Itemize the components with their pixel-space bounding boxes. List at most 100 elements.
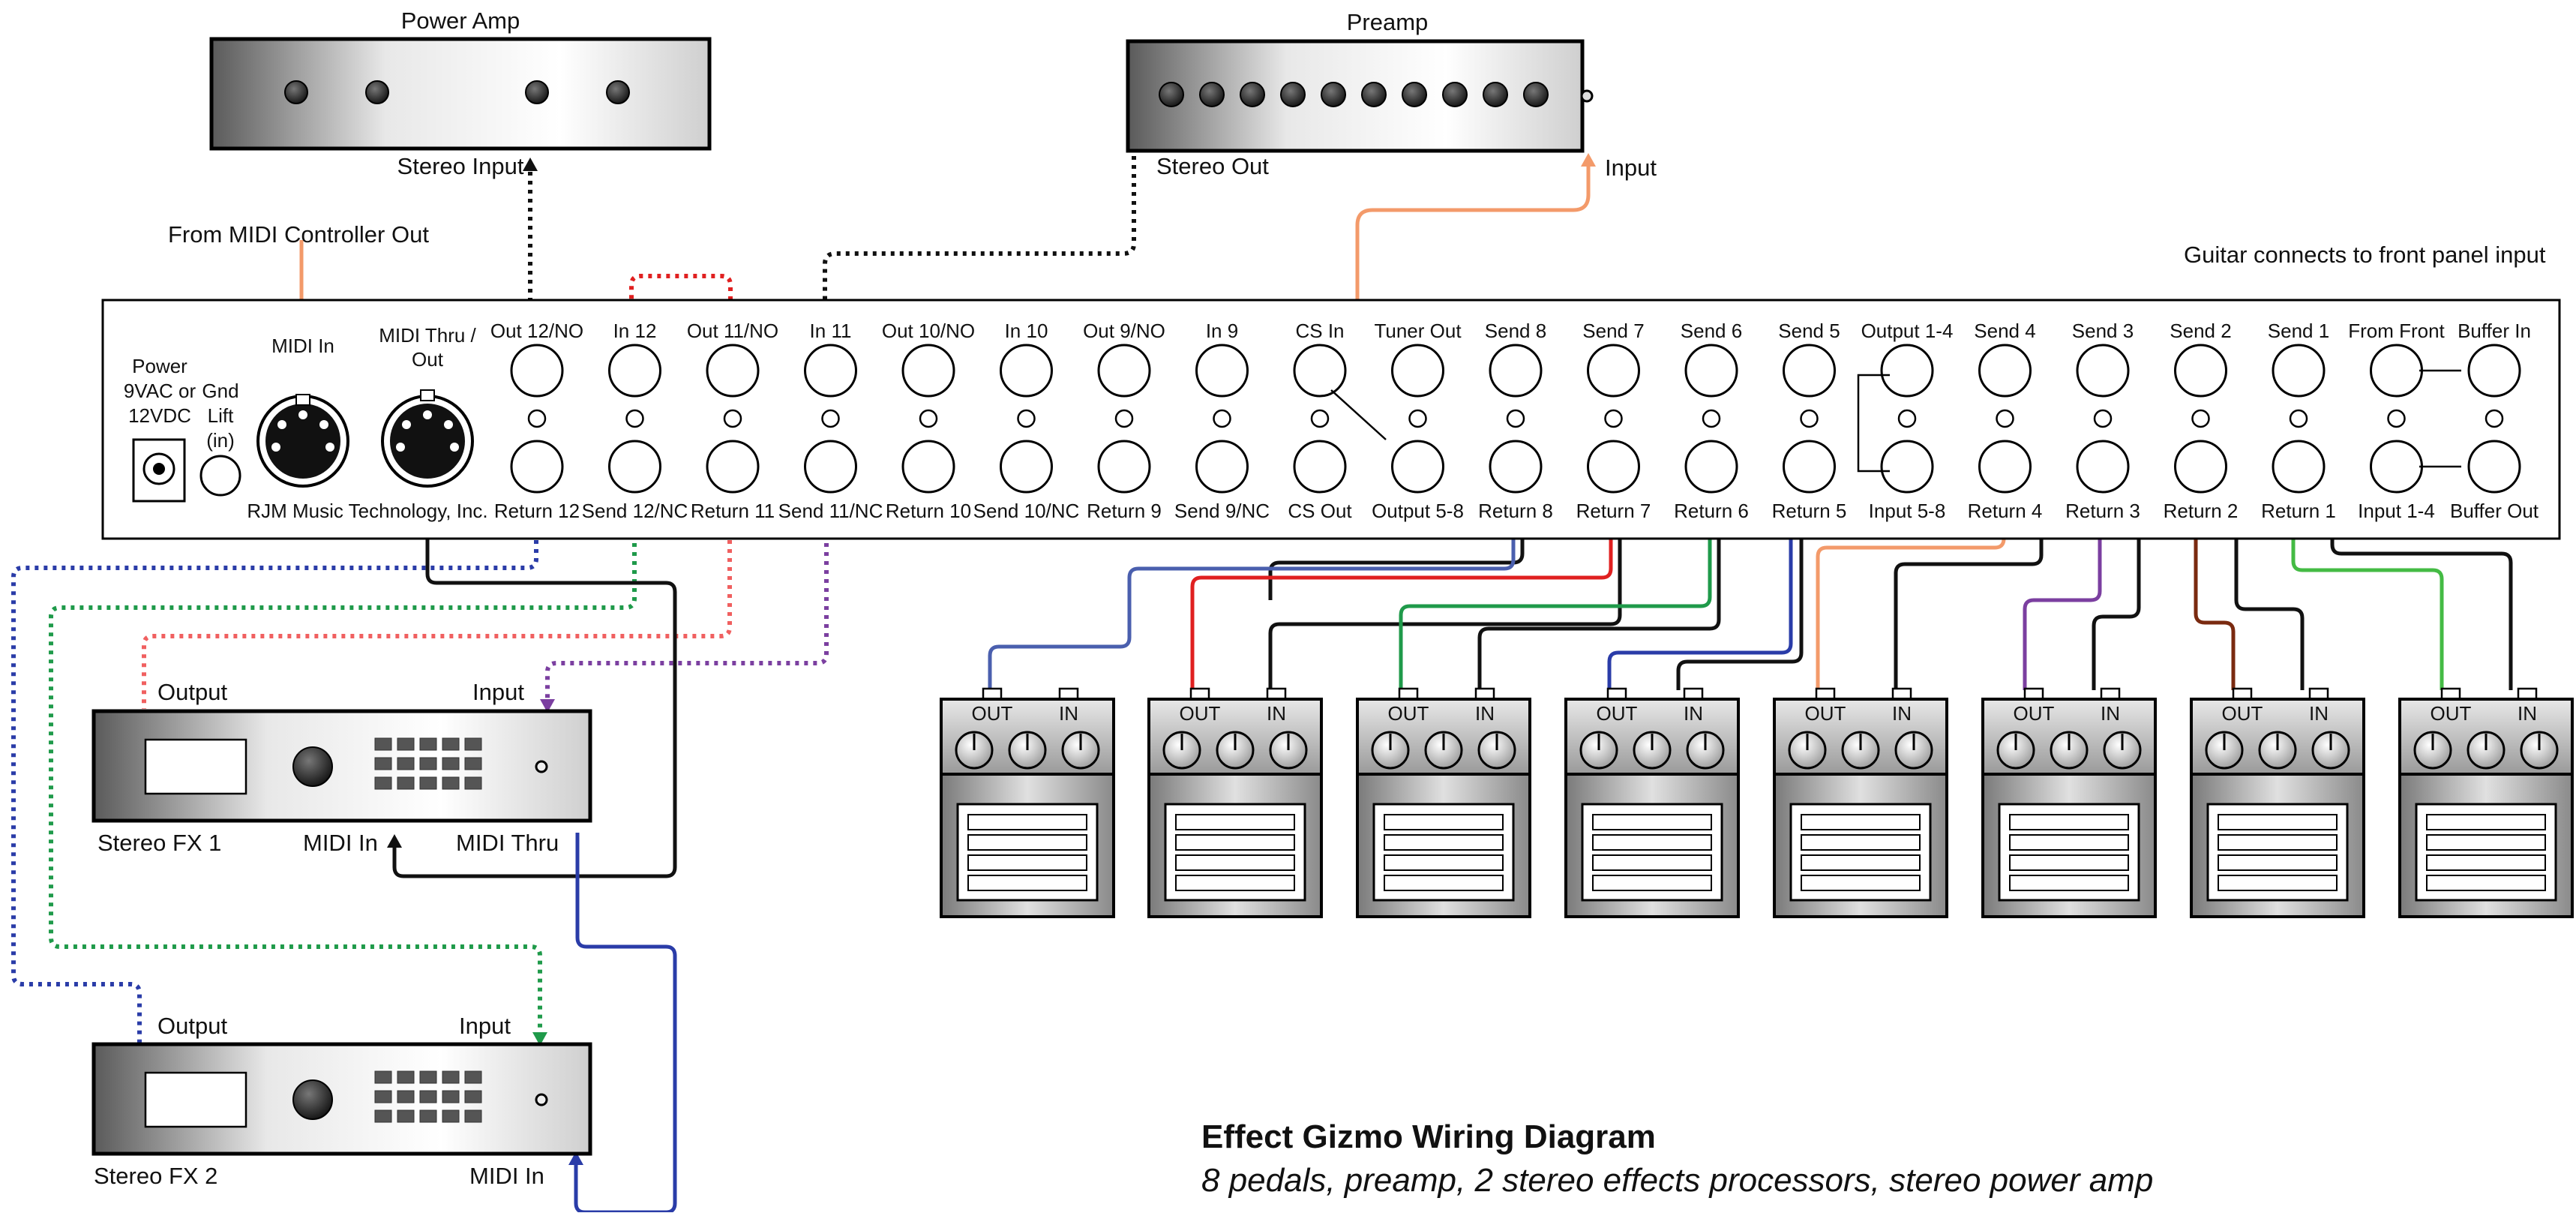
pedal-in-jack[interactable] bbox=[2517, 687, 2538, 701]
jack-bottom[interactable] bbox=[1587, 440, 1640, 494]
arrow-fx1-input bbox=[540, 699, 555, 713]
pedal-in-jack[interactable] bbox=[1683, 687, 1704, 701]
pedal-out-jack[interactable] bbox=[982, 687, 1003, 701]
jack-label-top: Buffer In bbox=[2458, 320, 2531, 342]
fx1-knob bbox=[292, 746, 333, 787]
jack-bottom[interactable] bbox=[1391, 440, 1444, 494]
jack-top[interactable] bbox=[706, 344, 760, 398]
jack-led bbox=[723, 409, 742, 428]
guitar-front-panel-label: Guitar connects to front panel input bbox=[2184, 242, 2546, 268]
pedal-in-jack[interactable] bbox=[1474, 687, 1495, 701]
jack-top[interactable] bbox=[1489, 344, 1543, 398]
jack-label-bottom: Return 9 bbox=[1087, 500, 1162, 522]
pedal-out-jack[interactable] bbox=[2232, 687, 2253, 701]
power-amp-jack bbox=[525, 80, 549, 104]
pedal-in-jack[interactable] bbox=[2308, 687, 2329, 701]
jack-bottom[interactable] bbox=[2174, 440, 2227, 494]
jack-bottom[interactable] bbox=[2467, 440, 2521, 494]
jack-led bbox=[1702, 409, 1721, 428]
fx-button bbox=[374, 1109, 392, 1123]
jack-label-bottom: Return 1 bbox=[2261, 500, 2336, 522]
jack-top[interactable] bbox=[1391, 344, 1444, 398]
jack-top[interactable] bbox=[2076, 344, 2130, 398]
jack-label-top: Send 5 bbox=[1778, 320, 1840, 342]
jack-top[interactable] bbox=[2174, 344, 2227, 398]
jack-top[interactable] bbox=[608, 344, 661, 398]
jack-label-bottom: Output 5-8 bbox=[1372, 500, 1464, 522]
pedal-out-jack[interactable] bbox=[1815, 687, 1836, 701]
diagram-title: Effect Gizmo Wiring Diagram bbox=[1201, 1118, 1656, 1155]
pedal5-out-to-return4-cable bbox=[1816, 495, 2006, 690]
jack-top[interactable] bbox=[1684, 344, 1738, 398]
jack-bottom[interactable] bbox=[2370, 440, 2423, 494]
midi-thru-label: MIDI Thru / bbox=[379, 324, 476, 347]
jack-top[interactable] bbox=[2467, 344, 2521, 398]
jack-bottom[interactable] bbox=[804, 440, 857, 494]
fx-button bbox=[397, 1070, 415, 1084]
jack-bottom[interactable] bbox=[2272, 440, 2326, 494]
fx-button bbox=[464, 1090, 482, 1103]
jack-bottom[interactable] bbox=[2076, 440, 2130, 494]
effect-gizmo-rear-panel: Power 9VAC or 12VDC Gnd Lift (in) MIDI I… bbox=[101, 299, 2561, 540]
stereo-fx-2: Output Input Stereo FX 2 MIDI In bbox=[91, 1013, 592, 1189]
jack-bottom[interactable] bbox=[706, 440, 760, 494]
pedal-out-jack[interactable] bbox=[2023, 687, 2044, 701]
stereo-out-label: Stereo Out bbox=[1156, 153, 1269, 179]
jack-bottom[interactable] bbox=[1293, 440, 1347, 494]
jack-bottom[interactable] bbox=[1978, 440, 2032, 494]
jack-label-top: Send 1 bbox=[2268, 320, 2329, 342]
jack-top[interactable] bbox=[1783, 344, 1836, 398]
pedal-in-jack[interactable] bbox=[1891, 687, 1912, 701]
pedal2-out-to-return7-cable bbox=[1190, 495, 1613, 690]
jack-bottom[interactable] bbox=[1489, 440, 1543, 494]
pedal-in-jack[interactable] bbox=[2100, 687, 2121, 701]
jack-top[interactable] bbox=[2370, 344, 2423, 398]
jack-bottom[interactable] bbox=[608, 440, 661, 494]
jack-bottom[interactable] bbox=[1000, 440, 1053, 494]
fx2-input-label: Input bbox=[459, 1013, 511, 1039]
send11-to-fx1-input-cable bbox=[545, 525, 829, 705]
fx-button bbox=[442, 1090, 460, 1103]
fx1-thru-to-fx2-midi-cable bbox=[574, 833, 677, 1214]
fx-button bbox=[464, 1070, 482, 1084]
jack-top[interactable] bbox=[510, 344, 564, 398]
fx1-output-label: Output bbox=[157, 679, 227, 705]
jack-top[interactable] bbox=[901, 344, 955, 398]
diagram-subtitle: 8 pedals, preamp, 2 stereo effects proce… bbox=[1201, 1162, 2153, 1199]
jack-bottom[interactable] bbox=[901, 440, 955, 494]
midi-thru-to-fx1-cable bbox=[392, 480, 677, 878]
jack-top[interactable] bbox=[2272, 344, 2326, 398]
jack-bottom[interactable] bbox=[1684, 440, 1738, 494]
jack-top[interactable] bbox=[804, 344, 857, 398]
pedal-in-jack[interactable] bbox=[1266, 687, 1287, 701]
jack-bottom[interactable] bbox=[1880, 440, 1934, 494]
jack-bottom[interactable] bbox=[1783, 440, 1836, 494]
pedal-in-label: IN bbox=[1059, 702, 1078, 725]
jack-label-top: Send 6 bbox=[1681, 320, 1742, 342]
fx-button bbox=[419, 757, 437, 770]
jack-top[interactable] bbox=[1293, 344, 1347, 398]
jack-led bbox=[1604, 409, 1623, 428]
jack-top[interactable] bbox=[1880, 344, 1934, 398]
jack-bottom[interactable] bbox=[510, 440, 564, 494]
pedal-out-jack[interactable] bbox=[1189, 687, 1210, 701]
pedal6-out-to-return3-cable bbox=[2023, 495, 2102, 690]
jack-top[interactable] bbox=[1097, 344, 1151, 398]
jack-top[interactable] bbox=[1000, 344, 1053, 398]
jack-top[interactable] bbox=[1587, 344, 1640, 398]
fx1-input-jack bbox=[535, 760, 548, 773]
jack-label-bottom: Return 4 bbox=[1968, 500, 2043, 522]
jack-top[interactable] bbox=[1195, 344, 1249, 398]
jack-bottom[interactable] bbox=[1195, 440, 1249, 494]
preamp-knob bbox=[1523, 82, 1549, 107]
jack-top[interactable] bbox=[1978, 344, 2032, 398]
power-label: 12VDC bbox=[128, 404, 191, 427]
pedal-out-jack[interactable] bbox=[1398, 687, 1419, 701]
pedal-out-jack[interactable] bbox=[1606, 687, 1627, 701]
power-amp-label: Power Amp bbox=[401, 8, 520, 34]
pedal-out-jack[interactable] bbox=[2440, 687, 2461, 701]
jack-bottom[interactable] bbox=[1097, 440, 1151, 494]
pedal-in-jack[interactable] bbox=[1058, 687, 1079, 701]
